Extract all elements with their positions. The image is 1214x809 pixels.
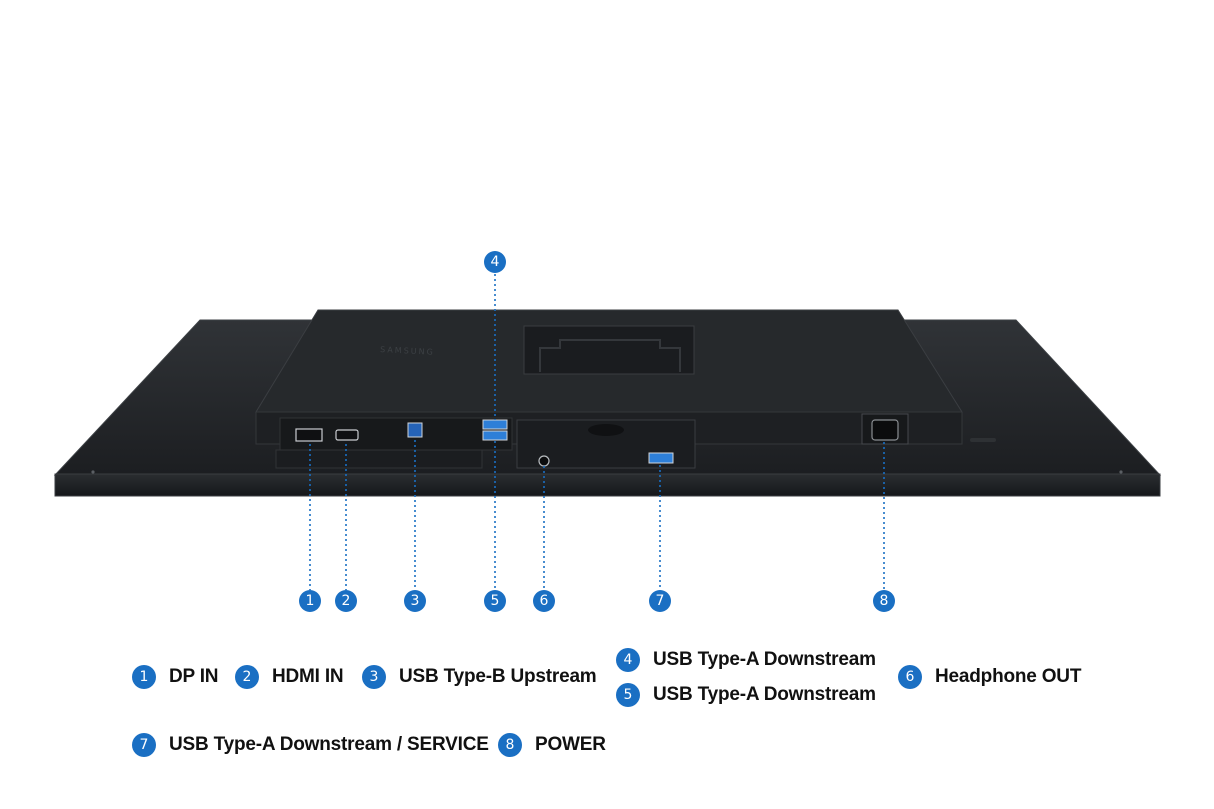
callout-badge-7: 7 xyxy=(649,590,671,612)
legend-label-1: DP IN xyxy=(169,666,219,687)
port-panels xyxy=(275,413,996,469)
legend-label-2: HDMI IN xyxy=(272,666,344,687)
legend-badge-1: 1 xyxy=(132,665,156,689)
callout-badge-6: 6 xyxy=(533,590,555,612)
legend-item-5: 5 USB Type-A Downstream xyxy=(616,683,876,707)
legend-item-3: 3 USB Type-B Upstream xyxy=(362,665,597,689)
callout-badge-8: 8 xyxy=(873,590,895,612)
usb-a-service-port xyxy=(648,452,674,464)
legend-badge-3: 3 xyxy=(362,665,386,689)
legend-label-7: USB Type-A Downstream / SERVICE xyxy=(169,734,489,755)
headphone-jack xyxy=(538,455,550,467)
callout-badge-2: 2 xyxy=(335,590,357,612)
legend-badge-2: 2 xyxy=(235,665,259,689)
usb-a-port-lower xyxy=(482,430,508,441)
callout-badge-1: 1 xyxy=(299,590,321,612)
callout-badge-5: 5 xyxy=(484,590,506,612)
displayport-port xyxy=(295,428,323,442)
legend-item-6: 6 Headphone OUT xyxy=(898,665,1081,689)
legend-badge-4: 4 xyxy=(616,648,640,672)
usb-b-port xyxy=(407,422,423,438)
legend-item-1: 1 DP IN xyxy=(132,665,219,689)
power-socket xyxy=(871,419,899,441)
legend-label-4: USB Type-A Downstream xyxy=(653,649,876,670)
legend-label-8: POWER xyxy=(535,734,606,755)
legend-label-5: USB Type-A Downstream xyxy=(653,684,876,705)
callout-badge-4: 4 xyxy=(484,251,506,273)
legend-label-3: USB Type-B Upstream xyxy=(399,666,597,687)
hdmi-port xyxy=(335,429,359,441)
callout-badge-3: 3 xyxy=(404,590,426,612)
ports xyxy=(295,419,899,467)
usb-a-port-upper xyxy=(482,419,508,430)
legend-badge-5: 5 xyxy=(616,683,640,707)
legend-item-8: 8 POWER xyxy=(498,733,606,757)
legend-label-6: Headphone OUT xyxy=(935,666,1082,687)
legend-badge-6: 6 xyxy=(898,665,922,689)
leader-lines xyxy=(309,274,885,590)
brand-mark: SAMSUNG xyxy=(380,345,435,357)
legend-badge-7: 7 xyxy=(132,733,156,757)
legend-badge-8: 8 xyxy=(498,733,522,757)
legend-item-7: 7 USB Type-A Downstream / SERVICE xyxy=(132,733,489,757)
legend-item-2: 2 HDMI IN xyxy=(235,665,344,689)
legend-item-4: 4 USB Type-A Downstream xyxy=(616,648,876,672)
